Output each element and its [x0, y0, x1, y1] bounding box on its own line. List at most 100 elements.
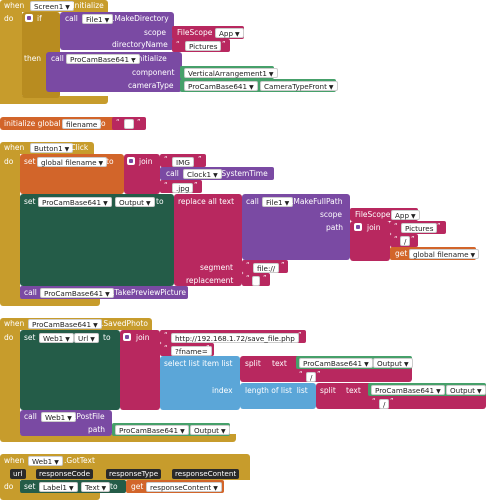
button1-dropdown[interactable]: Button1▼ [30, 143, 74, 153]
button-click-event-foot [0, 298, 100, 306]
set-label: set [24, 197, 36, 206]
slash-text-value[interactable]: / [379, 399, 390, 409]
quote-open-icon: “ [164, 155, 168, 163]
param-response-type[interactable]: responseType [106, 469, 162, 479]
do-label: do [4, 157, 14, 166]
call-label: call [246, 197, 259, 206]
if-label: if [37, 14, 42, 23]
img-text-value[interactable]: IMG [172, 157, 194, 167]
screen1-dropdown[interactable]: Screen1▼ [30, 1, 74, 11]
do-label: do [4, 482, 14, 491]
procam-dropdown[interactable]: ProCamBase641▼ [184, 81, 258, 91]
call-label: call [24, 288, 37, 297]
camera-type-dropdown[interactable]: CameraTypeFront▼ [260, 81, 338, 91]
param-response-code[interactable]: responseCode [36, 469, 94, 479]
text-property-dropdown[interactable]: Text▼ [81, 482, 111, 492]
pictures-text-value[interactable]: Pictures [401, 223, 438, 233]
method-name: .PostFile [74, 412, 105, 421]
web1-dropdown[interactable]: Web1▼ [39, 333, 74, 343]
set-web1-url-block[interactable] [20, 330, 120, 410]
global-name-field[interactable]: filename [62, 119, 102, 129]
output-property-dropdown[interactable]: Output▼ [373, 358, 413, 368]
when-label: when [4, 143, 25, 152]
join-label: join [136, 333, 150, 342]
mutator-gear-icon[interactable] [123, 333, 131, 341]
quote-close-icon: ” [194, 181, 198, 189]
to-label: to [103, 333, 111, 342]
filescope-label: FileScope [177, 28, 213, 37]
got-text-event-body [0, 480, 20, 494]
slash-text-value[interactable]: / [306, 372, 317, 382]
vertical-arrangement-dropdown[interactable]: VerticalArrangement1▼ [184, 68, 278, 78]
get-label: get [131, 482, 144, 491]
web1-dropdown[interactable]: Web1▼ [28, 456, 63, 466]
url-join-block[interactable] [120, 330, 160, 410]
web1-dropdown[interactable]: Web1▼ [41, 412, 76, 422]
length-of-list-block[interactable] [240, 383, 316, 409]
procam-dropdown[interactable]: ProCamBase641▼ [28, 319, 102, 329]
directory-name-label: directoryName [112, 40, 168, 49]
mutator-gear-icon[interactable] [25, 14, 33, 22]
global-filename-dropdown[interactable]: global filename▼ [37, 157, 108, 167]
to-label: to [98, 119, 106, 128]
procam-dropdown[interactable]: ProCamBase641▼ [299, 358, 373, 368]
procam-dropdown[interactable]: ProCamBase641▼ [40, 288, 114, 298]
output-property-dropdown[interactable]: Output▼ [190, 425, 230, 435]
button-click-event-body [0, 154, 20, 302]
replacement-text-value[interactable] [252, 276, 260, 286]
mutator-gear-icon[interactable] [127, 157, 135, 165]
call-label: call [51, 54, 64, 63]
global-filename-dropdown[interactable]: global filename▼ [409, 249, 480, 259]
procam-dropdown[interactable]: ProCamBase641▼ [115, 425, 189, 435]
filescope-label: FileScope [355, 210, 391, 219]
quote-open-icon: “ [246, 261, 250, 269]
url-text-value[interactable]: http://192.168.1.72/save_file.php [171, 333, 299, 343]
app-dropdown[interactable]: App▼ [391, 210, 420, 220]
replace-all-text-label: replace all text [178, 197, 235, 206]
get-label: get [395, 249, 408, 258]
clock1-dropdown[interactable]: Clock1▼ [183, 169, 222, 179]
method-name: .TakePreviewPicture [112, 288, 186, 297]
jpg-text-value[interactable]: .jpg [172, 183, 194, 193]
url-property-dropdown[interactable]: Url▼ [74, 333, 99, 343]
do-label: do [4, 333, 14, 342]
file-prefix-text-value[interactable]: file:// [253, 263, 280, 273]
procam-dropdown[interactable]: ProCamBase641▼ [66, 54, 140, 64]
quote-open-icon: “ [164, 344, 168, 352]
set-procam-output-block[interactable] [20, 194, 174, 286]
quote-close-icon: ” [222, 40, 226, 48]
output-property-dropdown[interactable]: Output▼ [115, 197, 155, 207]
join-label: join [139, 157, 153, 166]
path-label: path [88, 425, 106, 434]
quote-close-icon: ” [437, 222, 441, 230]
procam-dropdown[interactable]: ProCamBase641▼ [371, 385, 445, 395]
empty-text-value[interactable] [124, 119, 134, 129]
make-directory-call-block[interactable] [60, 12, 174, 50]
quote-open-icon: “ [394, 222, 398, 230]
label1-dropdown[interactable]: Label1▼ [39, 482, 78, 492]
pictures-text-value[interactable]: Pictures [185, 41, 222, 51]
quote-close-icon: ” [317, 370, 321, 378]
replace-all-text-block[interactable] [174, 194, 242, 286]
slash-text-value[interactable]: / [400, 236, 411, 246]
param-url[interactable]: url [10, 469, 26, 479]
set-label: set [24, 157, 36, 166]
scope-label: scope [144, 28, 166, 37]
output-property-dropdown[interactable]: Output▼ [446, 385, 486, 395]
quote-open-icon: “ [164, 181, 168, 189]
app-dropdown[interactable]: App▼ [215, 28, 244, 38]
camera-type-label: cameraType [128, 81, 174, 90]
split-label: split [320, 386, 336, 395]
fname-text-value[interactable]: ?fname= [171, 346, 212, 356]
response-content-dropdown[interactable]: responseContent▼ [146, 482, 222, 492]
mutator-gear-icon[interactable] [354, 223, 362, 231]
param-response-content[interactable]: responseContent [172, 469, 240, 479]
make-full-path-call-block[interactable] [242, 194, 350, 260]
select-list-item-block[interactable] [160, 356, 240, 410]
initialize-global-label: initialize global [4, 119, 61, 128]
event-name: .SavedPhoto [101, 319, 148, 328]
procam-dropdown[interactable]: ProCamBase641▼ [38, 197, 112, 207]
file1-dropdown[interactable]: File1▼ [262, 197, 294, 207]
method-name: .MakeDirectory [112, 14, 169, 23]
file1-dropdown[interactable]: File1▼ [82, 14, 114, 24]
